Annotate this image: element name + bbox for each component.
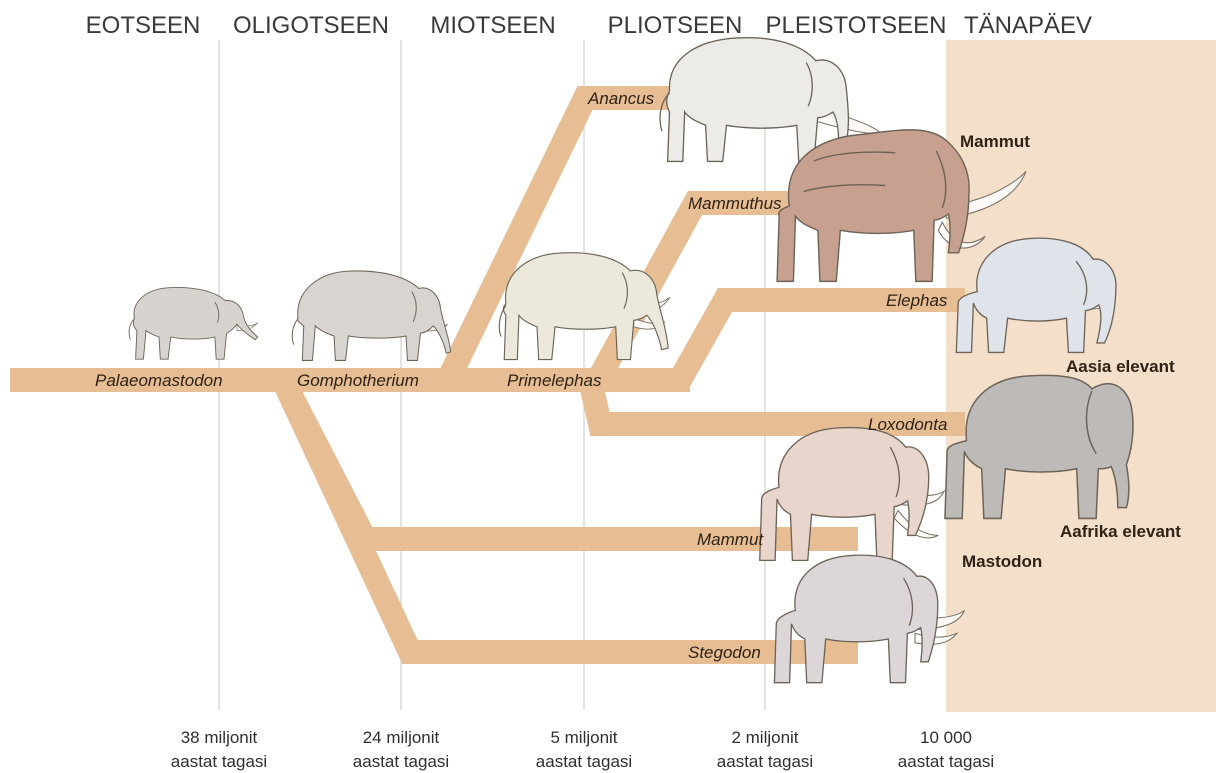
label-african-elephant: Aafrika elevant [1060,522,1181,541]
time-label-2-line2: aastat tagasi [717,752,813,771]
label-primelephas: Primelephas [507,371,602,390]
label-palaeomastodon: Palaeomastodon [95,371,223,390]
time-label-38-line1: 38 miljonit [181,728,258,747]
primelephas-illustration [499,253,670,360]
era-pliocene: PLIOTSEEN [608,12,743,39]
time-label-24-line2: aastat tagasi [353,752,449,771]
label-mammoth: Mammut [960,132,1030,151]
era-miocene: MIOTSEEN [430,12,555,39]
label-elephas: Elephas [886,291,948,310]
label-stegodon: Stegodon [688,643,761,662]
time-label-2-line1: 2 miljonit [731,728,798,747]
band-elephas [680,300,965,380]
era-oligocene: OLIGOTSEEN [233,12,389,39]
label-loxodonta: Loxodonta [868,415,947,434]
time-label-5-line2: aastat tagasi [536,752,632,771]
time-label-38-line2: aastat tagasi [171,752,267,771]
label-mammut: Mammut [697,530,764,549]
time-label-24-line1: 24 miljonit [363,728,440,747]
band-anancus [448,98,672,380]
era-present: TÄNAPÄEV [964,12,1092,39]
gomphotherium-illustration [292,271,450,360]
label-gomphotherium: Gomphotherium [297,371,419,390]
era-headers: EOTSEEN OLIGOTSEEN MIOTSEEN PLIOTSEEN PL… [86,12,1092,39]
time-label-10000-line1: 10 000 [920,728,972,747]
time-label-5-line1: 5 miljonit [550,728,617,747]
era-pleistocene: PLEISTOTSEEN [766,12,947,39]
label-asian-elephant: Aasia elevant [1066,357,1175,376]
time-axis-labels: 38 miljonit aastat tagasi 24 miljonit aa… [171,728,994,771]
label-mammuthus: Mammuthus [688,194,782,213]
era-eocene: EOTSEEN [86,12,201,39]
time-label-10000-line2: aastat tagasi [898,752,994,771]
label-mastodon: Mastodon [962,552,1042,571]
label-anancus: Anancus [587,89,655,108]
palaeomastodon-illustration [129,287,258,359]
